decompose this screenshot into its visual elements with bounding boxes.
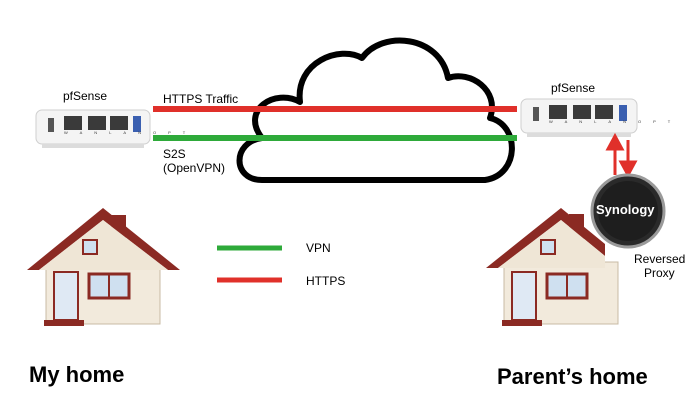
synology-logo-text: Synology bbox=[596, 202, 655, 217]
port-label: WAN bbox=[549, 119, 595, 124]
pfsense-router-left bbox=[35, 109, 151, 148]
proxy-arrows bbox=[605, 132, 638, 179]
pfsense-router-right bbox=[520, 98, 638, 137]
port-label: LAN bbox=[594, 119, 638, 124]
legend-vpn-label: VPN bbox=[306, 241, 331, 255]
port-label: OPT bbox=[637, 119, 683, 124]
router-left-ports: WANLANOPT bbox=[64, 130, 197, 135]
right-router-label: pfSense bbox=[551, 81, 596, 95]
reversed-proxy-line1: Reversed bbox=[634, 252, 686, 266]
left-router-label: pfSense bbox=[63, 89, 108, 103]
my-home-caption: My home bbox=[29, 362, 125, 387]
legend-https-label: HTTPS bbox=[306, 274, 346, 288]
s2s-label: S2S bbox=[163, 147, 186, 161]
https-traffic-label: HTTPS Traffic bbox=[163, 92, 239, 106]
reversed-proxy-line2: Proxy bbox=[644, 266, 675, 280]
synology-nas-icon bbox=[590, 173, 666, 249]
router-right-ports: WANLANOPT bbox=[549, 119, 682, 124]
house-icon-right bbox=[486, 208, 619, 326]
port-label: WAN bbox=[64, 130, 110, 135]
port-label: LAN bbox=[109, 130, 153, 135]
house-icon-left bbox=[27, 208, 180, 326]
parents-home-caption: Parent’s home bbox=[497, 364, 648, 389]
openvpn-label: (OpenVPN) bbox=[163, 161, 226, 175]
port-label: OPT bbox=[152, 130, 198, 135]
